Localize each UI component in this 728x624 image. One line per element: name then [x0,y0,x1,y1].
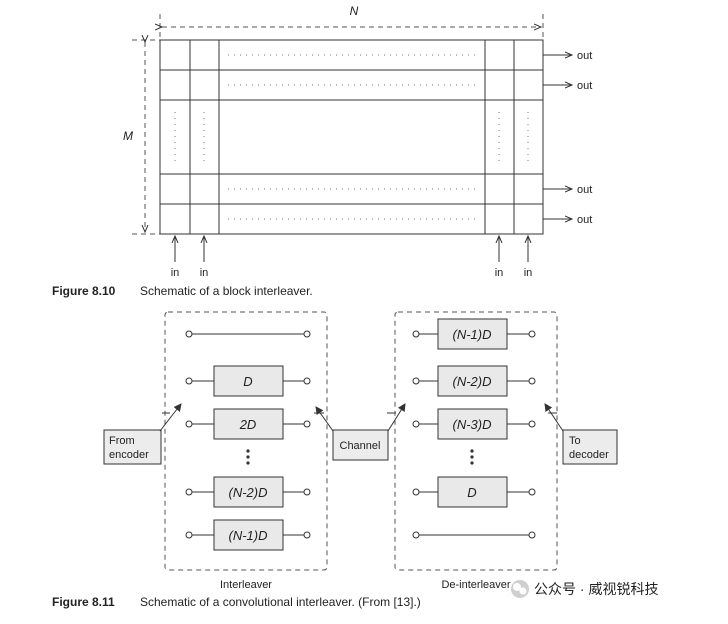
in-label: in [524,267,533,279]
wechat-watermark: 公众号 · 威视锐科技 [511,580,658,598]
delay-label: (N-1)D [229,528,268,543]
out-label: out [577,184,592,196]
delay-label: (N-2)D [229,485,268,500]
delay-label: (N-3)D [453,417,492,432]
to-decoder-label: To [569,435,581,447]
figure-8-11-caption: Schematic of a convolutional interleaver… [140,595,421,609]
from-encoder-label: encoder [109,449,149,461]
block-interleaver-diagram: N M out out out [52,4,592,298]
in-label: in [495,267,504,279]
delay-label: (N-2)D [453,374,492,389]
delay-block [213,476,284,508]
to-decoder-box [562,429,618,465]
out-label: out [577,50,592,62]
delay-label: D [243,374,252,389]
out-label: out [577,214,592,226]
out-label: out [577,80,592,92]
in-label: in [200,267,209,279]
convolutional-interleaver-diagram: D 2D (N-2)D (N-1)D From encoder [52,311,618,609]
deinterleaver-enclosure [394,311,558,571]
interleaver-enclosure [164,311,328,571]
commutator-arrow [544,403,564,432]
delay-block [437,365,508,397]
interleaver-matrix [159,39,544,235]
delay-label: D [467,485,476,500]
commutator-arrow [315,406,334,432]
watermark-text: 公众号 · 威视锐科技 [534,581,658,597]
figure-8-10-label: Figure 8.10 [52,284,116,298]
in-label: in [171,267,180,279]
delay-block [213,365,284,397]
commutator-arrow [387,403,406,432]
to-decoder-label: decoder [569,449,609,461]
channel-label: Channel [340,440,381,452]
delay-block [437,476,508,508]
delay-label: 2D [239,417,257,432]
figure-8-11-label: Figure 8.11 [52,595,115,609]
from-encoder-label: From [109,435,135,447]
out-arrows: out out out out [543,50,592,226]
m-label: M [123,129,133,143]
channel-box [332,429,389,461]
from-encoder-box [103,429,162,465]
delay-block [213,519,284,551]
delay-label: (N-1)D [453,327,492,342]
deinterleaver-label: De-interleaver [441,579,510,591]
interleaver-label: Interleaver [220,579,272,591]
in-arrows: in in in in [171,236,533,279]
n-label: N [350,4,359,18]
figure-8-10-caption: Schematic of a block interleaver. [140,284,313,298]
commutator-arrow [159,403,182,432]
